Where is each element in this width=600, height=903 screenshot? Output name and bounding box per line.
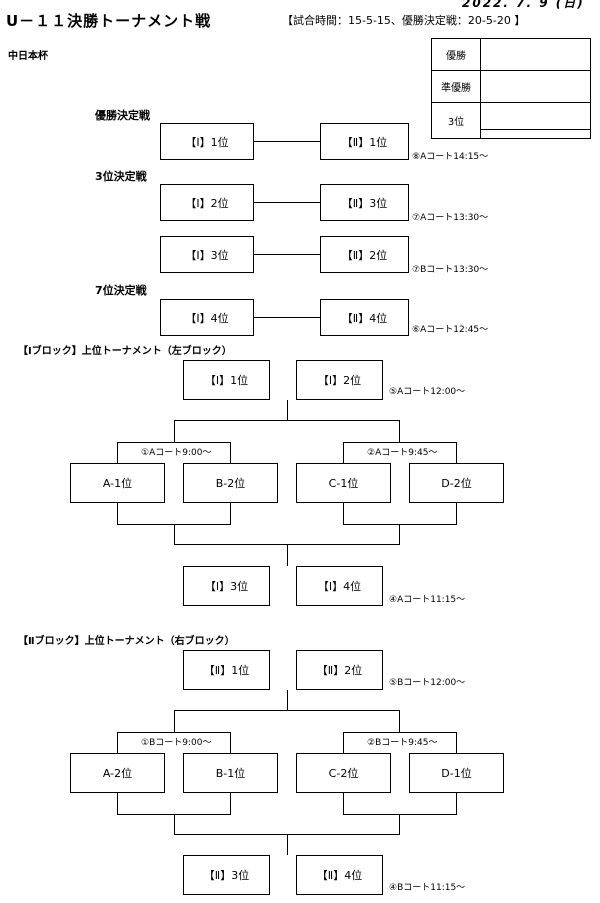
venue-name: 中日本杯 <box>8 51 48 62</box>
block1-top-left-box: 【Ⅰ】1位 <box>183 360 270 400</box>
fifth-match-left-box: 【Ⅰ】3位 <box>160 236 254 273</box>
block1-lower-right-drop <box>399 524 400 544</box>
block2-match1-top-bar <box>117 732 231 733</box>
seventh-match-right-box: 【Ⅱ】4位 <box>320 299 409 336</box>
seventh-place-label: 7位決定戦 <box>95 284 147 297</box>
results-runner-up-cell <box>480 70 591 103</box>
championship-label: 優勝決定戦 <box>95 109 150 122</box>
seventh-match-connector <box>254 317 320 318</box>
final-connector <box>254 141 320 142</box>
block2-lower-b-rise <box>230 793 231 814</box>
block1-team-d: D-2位 <box>409 463 504 503</box>
block2-bottom-right-box: 【Ⅱ】4位 <box>296 855 383 895</box>
block2-match2-top-bar <box>343 732 457 733</box>
block1-bottom-left-box: 【Ⅰ】3位 <box>183 566 270 606</box>
block1-team-c: C-1位 <box>296 463 391 503</box>
block1-lower-stem <box>287 544 288 566</box>
block1-lower-a-rise <box>117 503 118 524</box>
block2-match1-right-drop <box>230 732 231 753</box>
block1-match1-top-bar <box>117 442 231 443</box>
block2-lower-d-rise <box>456 793 457 814</box>
page-title: U－１１決勝トーナメント戦 <box>6 12 212 30</box>
block2-top-court: ⑤Bコート12:00～ <box>389 678 466 688</box>
third-match-right-box: 【Ⅱ】3位 <box>320 184 409 221</box>
block1-team-b: B-2位 <box>183 463 278 503</box>
block2-lower-stem <box>287 834 288 855</box>
third-match-court: ⑦Aコート13:30～ <box>412 213 489 223</box>
block1-bottom-right-box: 【Ⅰ】4位 <box>296 566 383 606</box>
block1-match1-right-drop <box>230 442 231 463</box>
block1-lower-d-rise <box>456 503 457 524</box>
block1-match2-left-drop <box>343 442 344 463</box>
block1-match2-right-drop <box>456 442 457 463</box>
block2-team-a: A-2位 <box>70 753 165 793</box>
block2-upper-stem <box>287 690 288 710</box>
block1-lower-cd-bar <box>343 524 457 525</box>
block2-match2-court: ②Bコート9:45～ <box>367 735 438 748</box>
block1-upper-right-drop <box>399 420 400 442</box>
fifth-match-court: ⑦Bコート13:30～ <box>412 265 489 275</box>
block1-match1-left-drop <box>117 442 118 463</box>
results-winner-label: 優勝 <box>431 38 481 71</box>
results-third-cell <box>480 102 591 139</box>
block2-team-c: C-2位 <box>296 753 391 793</box>
block2-bottom-left-box: 【Ⅱ】3位 <box>183 855 270 895</box>
block2-upper-right-drop <box>399 710 400 732</box>
seventh-match-court: ⑥Aコート12:45～ <box>412 325 489 335</box>
block1-upper-bar <box>174 420 400 421</box>
block2-upper-left-drop <box>174 710 175 732</box>
results-runner-up-label: 準優勝 <box>431 70 481 103</box>
block1-lower-c-rise <box>343 503 344 524</box>
block2-bottom-court: ④Bコート11:15～ <box>389 883 466 893</box>
fifth-match-connector <box>254 254 320 255</box>
block1-top-right-box: 【Ⅰ】2位 <box>296 360 383 400</box>
results-winner-cell <box>480 38 591 71</box>
block2-lower-left-drop <box>174 814 175 834</box>
block1-title: 【Ⅰブロック】上位トーナメント（左ブロック） <box>18 346 232 357</box>
block1-top-court: ⑤Aコート12:00～ <box>389 387 466 397</box>
block2-team-d: D-1位 <box>409 753 504 793</box>
block2-lower-cd-bar <box>343 814 457 815</box>
block2-lower-a-rise <box>117 793 118 814</box>
time-info: 【試合時間：15-5-15、優勝決定戦：20-5-20 】 <box>282 14 526 27</box>
block1-match2-top-bar <box>343 442 457 443</box>
third-match-left-box: 【Ⅰ】2位 <box>160 184 254 221</box>
block2-lower-c-rise <box>343 793 344 814</box>
block1-lower-left-drop <box>174 524 175 544</box>
block1-match2-court: ②Aコート9:45～ <box>367 445 438 458</box>
block2-team-b: B-1位 <box>183 753 278 793</box>
seventh-match-left-box: 【Ⅰ】4位 <box>160 299 254 336</box>
date-text: 2022. 7. 9 (日) <box>462 0 585 10</box>
block2-top-left-box: 【Ⅱ】1位 <box>183 650 270 690</box>
fifth-match-right-box: 【Ⅱ】2位 <box>320 236 409 273</box>
results-table: 優勝 準優勝 3位 <box>431 38 591 139</box>
block2-match1-court: ①Bコート9:00～ <box>141 735 212 748</box>
block2-match1-left-drop <box>117 732 118 753</box>
block1-match1-court: ①Aコート9:00～ <box>141 445 212 458</box>
block2-top-right-box: 【Ⅱ】2位 <box>296 650 383 690</box>
third-place-label: 3位決定戦 <box>95 170 147 183</box>
block2-upper-bar <box>174 710 400 711</box>
block2-title: 【Ⅱブロック】上位トーナメント（右ブロック） <box>18 636 235 647</box>
block2-lower-right-drop <box>399 814 400 834</box>
final-right-box: 【Ⅱ】1位 <box>320 123 409 160</box>
block1-bottom-court: ④Aコート11:15～ <box>389 595 466 605</box>
final-court: ⑧Aコート14:15～ <box>412 152 489 162</box>
block1-upper-stem <box>287 400 288 420</box>
block2-match2-right-drop <box>456 732 457 753</box>
block1-team-a: A-1位 <box>70 463 165 503</box>
third-match-connector <box>254 202 320 203</box>
block1-upper-left-drop <box>174 420 175 442</box>
results-third-label: 3位 <box>431 102 481 139</box>
block1-lower-b-rise <box>230 503 231 524</box>
block2-match2-left-drop <box>343 732 344 753</box>
final-left-box: 【Ⅰ】1位 <box>160 123 254 160</box>
